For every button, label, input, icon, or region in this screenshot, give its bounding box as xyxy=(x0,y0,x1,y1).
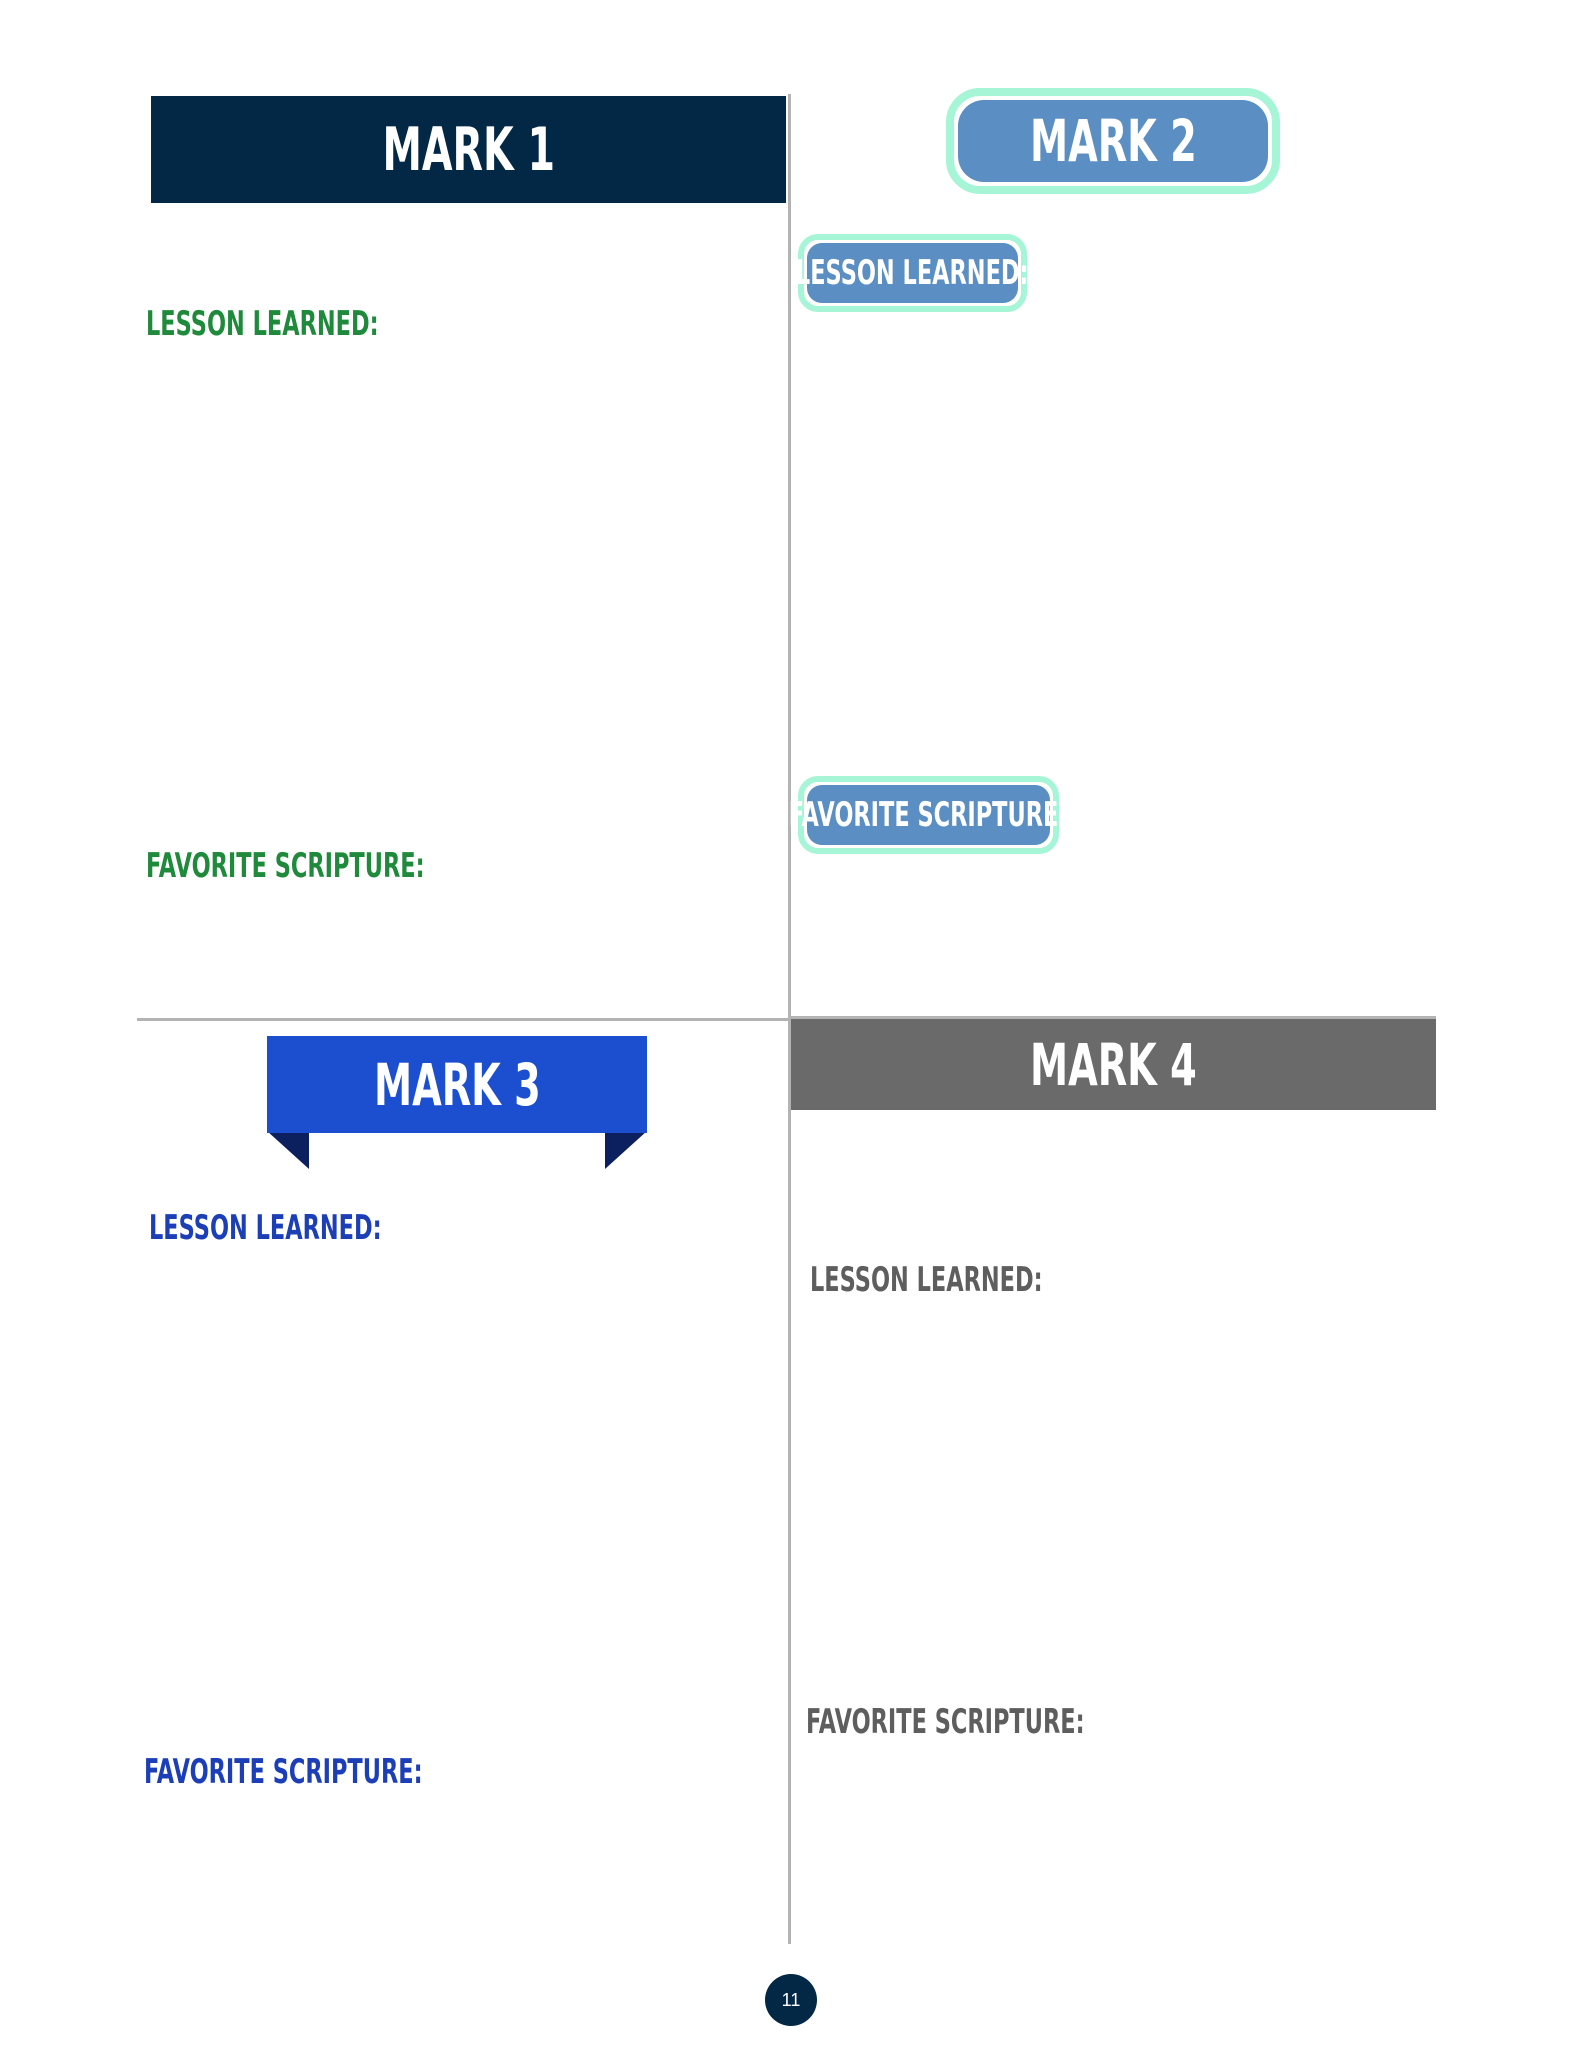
mark-4-title: MARK 4 xyxy=(1030,1030,1197,1099)
vertical-divider xyxy=(788,94,791,1944)
horizontal-divider-left xyxy=(137,1018,788,1021)
mark-2-lesson-label: LESSON LEARNED: xyxy=(796,253,1029,293)
mark-2-scripture-label: FAVORITE SCRIPTURE: xyxy=(789,795,1068,835)
mark-2-title: MARK 2 xyxy=(1029,107,1197,175)
mark-4-header: MARK 4 xyxy=(791,1019,1436,1110)
mark-1-header: MARK 1 xyxy=(151,96,786,203)
mark-4-scripture-label: FAVORITE SCRIPTURE: xyxy=(806,1702,1085,1742)
mark-3-lesson-label: LESSON LEARNED: xyxy=(149,1208,382,1248)
mark-2-lesson-pill: LESSON LEARNED: xyxy=(796,234,1029,312)
mark-3-scripture-label: FAVORITE SCRIPTURE: xyxy=(144,1752,423,1792)
mark-1-lesson-label: LESSON LEARNED: xyxy=(146,304,379,344)
horizontal-divider-right xyxy=(791,1016,1436,1019)
ribbon-tails xyxy=(267,1131,647,1169)
page-number-badge: 11 xyxy=(765,1974,817,2026)
mark-3-title: MARK 3 xyxy=(373,1050,541,1119)
mark-2-header: MARK 2 xyxy=(946,88,1280,194)
mark-3-ribbon: MARK 3 xyxy=(267,1036,647,1171)
mark-1-title: MARK 1 xyxy=(382,114,555,185)
page-number: 11 xyxy=(781,1989,801,2010)
mark-1-scripture-label: FAVORITE SCRIPTURE: xyxy=(146,846,425,886)
mark-4-lesson-label: LESSON LEARNED: xyxy=(810,1260,1043,1300)
mark-2-scripture-pill: FAVORITE SCRIPTURE: xyxy=(789,776,1068,854)
